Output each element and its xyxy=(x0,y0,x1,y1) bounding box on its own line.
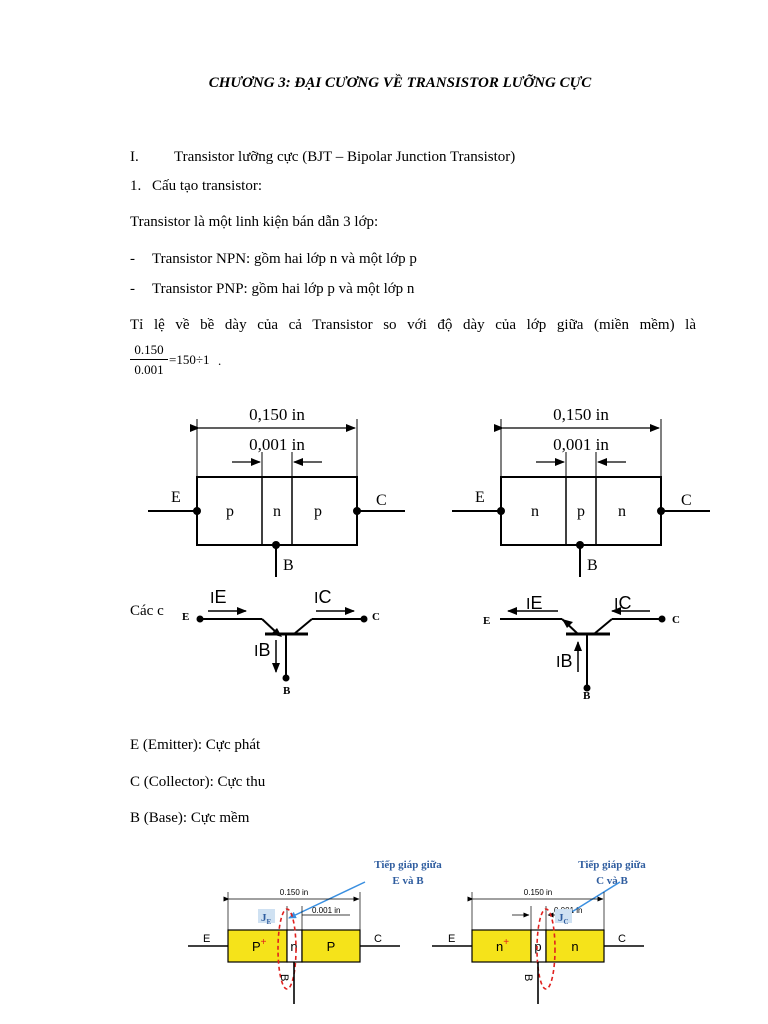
current-label: IC xyxy=(314,587,331,607)
total-width-label: 0,150 in xyxy=(553,405,609,424)
layer-label: n xyxy=(273,503,281,520)
emitter-label: E xyxy=(203,933,210,945)
collector-label: C xyxy=(376,492,387,509)
base-label: B xyxy=(278,974,290,981)
layer-label: n xyxy=(618,503,626,520)
middle-width-label: 0,001 in xyxy=(249,435,305,454)
current-label: IC xyxy=(614,593,631,613)
base-label: B xyxy=(583,690,591,700)
terminal-emitter: E (Emitter): Cực phát xyxy=(130,737,261,753)
collector-label: C xyxy=(372,611,380,623)
layer-label: p xyxy=(226,503,234,520)
section-number: I. xyxy=(130,149,139,165)
layer-label: n xyxy=(290,939,297,954)
layer-label: p xyxy=(577,503,585,520)
pnp-structure: 0,150 in 0,001 in p n p E C B xyxy=(148,405,405,577)
formula-period: . xyxy=(218,353,222,368)
page-title: CHƯƠNG 3: ĐẠI CƯƠNG VỀ TRANSISTOR LƯỠNG … xyxy=(208,75,592,91)
emitter-label: E xyxy=(171,489,181,506)
layer-label: n+ xyxy=(496,937,509,954)
formula-denominator: 0.001 xyxy=(134,362,164,377)
current-label: IB xyxy=(254,640,270,660)
terminal-base: B (Base): Cực mềm xyxy=(130,810,250,826)
collector-label: C xyxy=(618,933,626,945)
emitter-base-junction: Tiếp giáp giữa E và B 0.150 in 0.001 in … xyxy=(188,859,442,1004)
collector-label: C xyxy=(681,492,692,509)
callout-text: Tiếp giáp giữa xyxy=(374,859,442,871)
base-label: B xyxy=(587,557,598,574)
total-width-label: 0.150 in xyxy=(280,888,308,897)
callout-text: C và B xyxy=(596,875,628,887)
symbol-caption: Các c xyxy=(130,603,164,619)
collector-label: C xyxy=(672,614,680,626)
emitter-label: E xyxy=(475,489,485,506)
symbol-diagrams: IE IC IB E C B IE IC IB E C B xyxy=(182,587,680,700)
emitter-label: E xyxy=(483,615,490,627)
base-label: B xyxy=(522,974,534,981)
emitter-label: E xyxy=(448,933,455,945)
intro-paragraph: Transistor là một linh kiện bán dẫn 3 lớ… xyxy=(130,214,379,230)
layer-label: P xyxy=(327,939,336,954)
total-width-label: 0,150 in xyxy=(249,405,305,424)
layer-label: n xyxy=(571,939,578,954)
emitter-label: E xyxy=(182,611,189,623)
ratio-paragraph: Tỉ lệ về bề dày của cả Transistor so với… xyxy=(130,317,696,333)
bullet-npn: Transistor NPN: gồm hai lớp n và một lớp… xyxy=(152,251,417,267)
junction-label: JE xyxy=(261,912,272,926)
middle-width-label: 0,001 in xyxy=(553,435,609,454)
junction-label: JC xyxy=(558,912,569,926)
current-label: IB xyxy=(556,651,572,671)
layer-label: n xyxy=(531,503,539,520)
layer-label: P+ xyxy=(252,937,267,954)
callout-text: E và B xyxy=(392,875,424,887)
subsection-heading: Cấu tạo transistor: xyxy=(152,178,262,194)
formula-result: =150÷1 xyxy=(169,352,210,367)
bullet-pnp: Transistor PNP: gồm hai lớp p và một lớp… xyxy=(152,281,415,297)
terminal-collector: C (Collector): Cực thu xyxy=(130,774,266,790)
callout-text: Tiếp giáp giữa xyxy=(578,859,646,871)
npn-structure: 0,150 in 0,001 in n p n E C B xyxy=(452,405,710,577)
base-label: B xyxy=(283,685,291,697)
bullet-dash: - xyxy=(130,251,135,267)
collector-base-junction: Tiếp giáp giữa C và B 0.150 in 0.001 in … xyxy=(432,859,646,1004)
current-label: IE xyxy=(526,593,542,613)
layer-label: p xyxy=(534,939,541,954)
subsection-number: 1. xyxy=(130,178,142,194)
fraction-bar xyxy=(130,359,168,360)
junction-diagrams: Tiếp giáp giữa E và B 0.150 in 0.001 in … xyxy=(188,859,646,1004)
collector-label: C xyxy=(374,933,382,945)
bullet-dash: - xyxy=(130,281,135,297)
current-label: IE xyxy=(210,587,226,607)
total-width-label: 0.150 in xyxy=(524,888,552,897)
npn-symbol: IE IC IB E C B xyxy=(483,593,680,700)
middle-width-label: 0.001 in xyxy=(312,906,340,915)
pnp-symbol: IE IC IB E C B xyxy=(182,587,380,697)
structure-diagrams: 0,150 in 0,001 in p n p E C B 0,150 in 0… xyxy=(148,405,710,577)
section-heading: Transistor lưỡng cực (BJT – Bipolar Junc… xyxy=(174,149,516,165)
base-label: B xyxy=(283,557,294,574)
layer-label: p xyxy=(314,503,322,520)
formula-numerator: 0.150 xyxy=(134,342,164,357)
